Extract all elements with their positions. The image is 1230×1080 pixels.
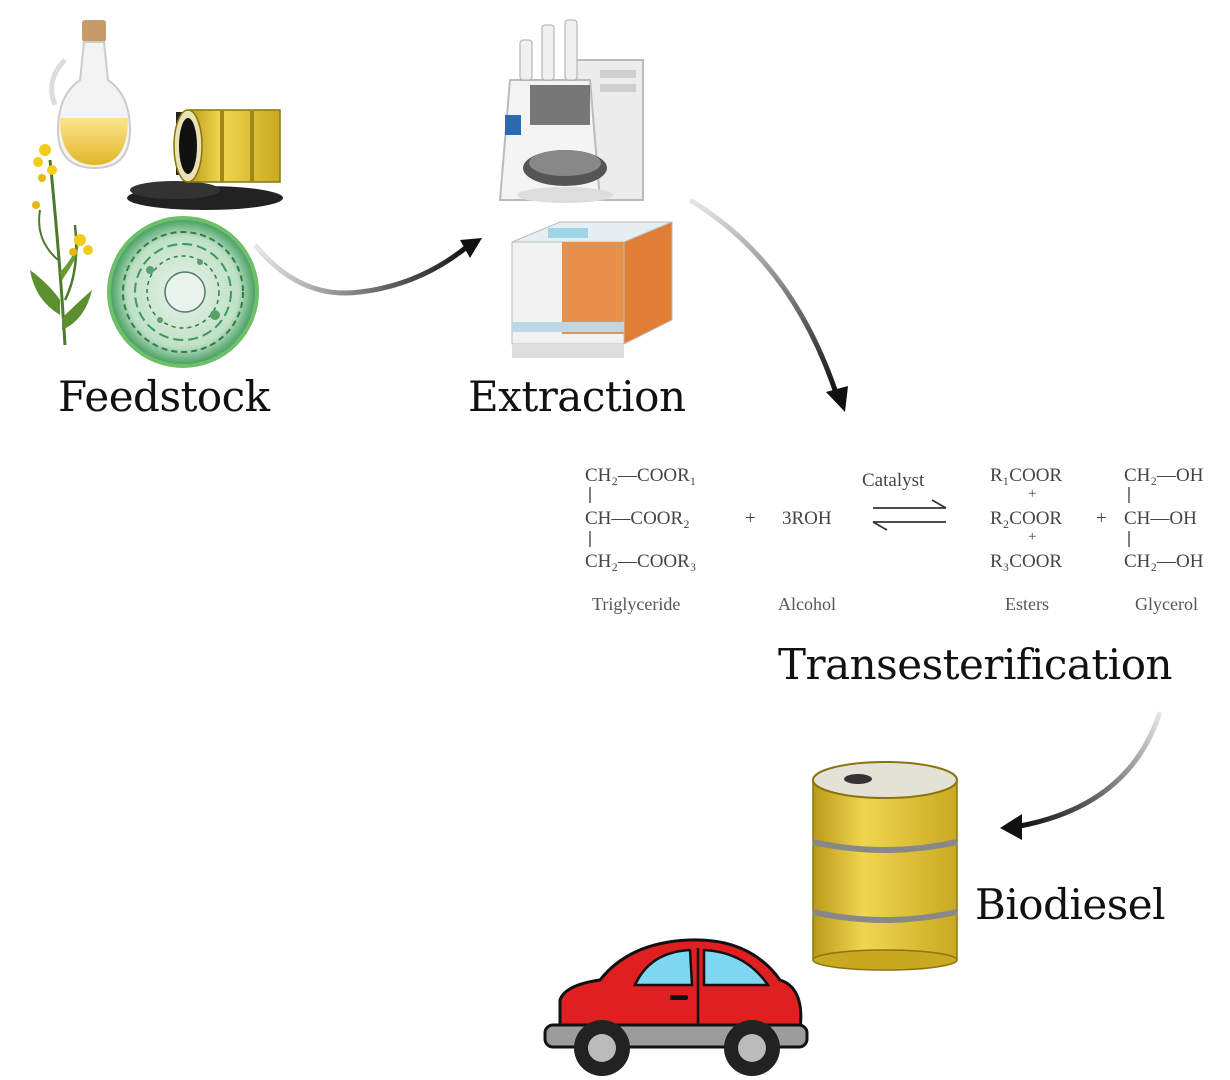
glycerol-name: Glycerol (1135, 594, 1198, 614)
glycerol-line-1: CH₂—OH (1124, 465, 1204, 486)
structure-bonds (589, 487, 1130, 547)
ester-line-2: R₂COOR (990, 508, 1063, 529)
oil-bottle-icon (49, 20, 132, 170)
transesterification-label: Transesterification (778, 640, 1173, 689)
catalyst-label: Catalyst (862, 470, 925, 491)
esters-name: Esters (1005, 594, 1049, 614)
flow-arrow-feedstock-to-extraction (253, 238, 482, 296)
equilibrium-arrows (872, 499, 947, 531)
triglyceride-line-3: CH₂—COOR₃ (585, 551, 697, 572)
triglyceride-line-2: CH—COOR₂ (585, 508, 690, 529)
extraction-label: Extraction (468, 372, 686, 421)
ester-line-1: R₁COOR (990, 465, 1063, 486)
ester-plus-2: + (1028, 529, 1037, 545)
glycerol-line-3: CH₂—OH (1124, 551, 1204, 572)
spilled-oil-barrel-icon (127, 109, 283, 210)
alcohol-formula: 3ROH (782, 508, 832, 529)
feedstock-label: Feedstock (58, 372, 270, 421)
biodiesel-label: Biodiesel (975, 880, 1166, 929)
ester-plus-1: + (1028, 486, 1037, 502)
plus-sign-1: + (745, 508, 756, 529)
gas-chromatograph-icon (498, 19, 644, 203)
plus-sign-2: + (1096, 508, 1107, 529)
car-icon (543, 938, 809, 1076)
flow-arrow-transesterification-to-biodiesel (1000, 711, 1163, 840)
ester-line-3: R₃COOR (990, 551, 1063, 572)
flow-arrow-extraction-to-transesterification (688, 197, 848, 412)
glycerol-line-2: CH—OH (1124, 508, 1197, 529)
biodiesel-barrel-icon (812, 761, 958, 971)
triglyceride-name: Triglyceride (592, 594, 681, 614)
algae-cell-icon (107, 216, 259, 368)
rapeseed-plant-icon (30, 144, 93, 346)
triglyceride-line-1: CH₂—COOR₁ (585, 465, 697, 486)
alcohol-name: Alcohol (778, 594, 836, 614)
analyzer-box-icon (511, 221, 673, 358)
